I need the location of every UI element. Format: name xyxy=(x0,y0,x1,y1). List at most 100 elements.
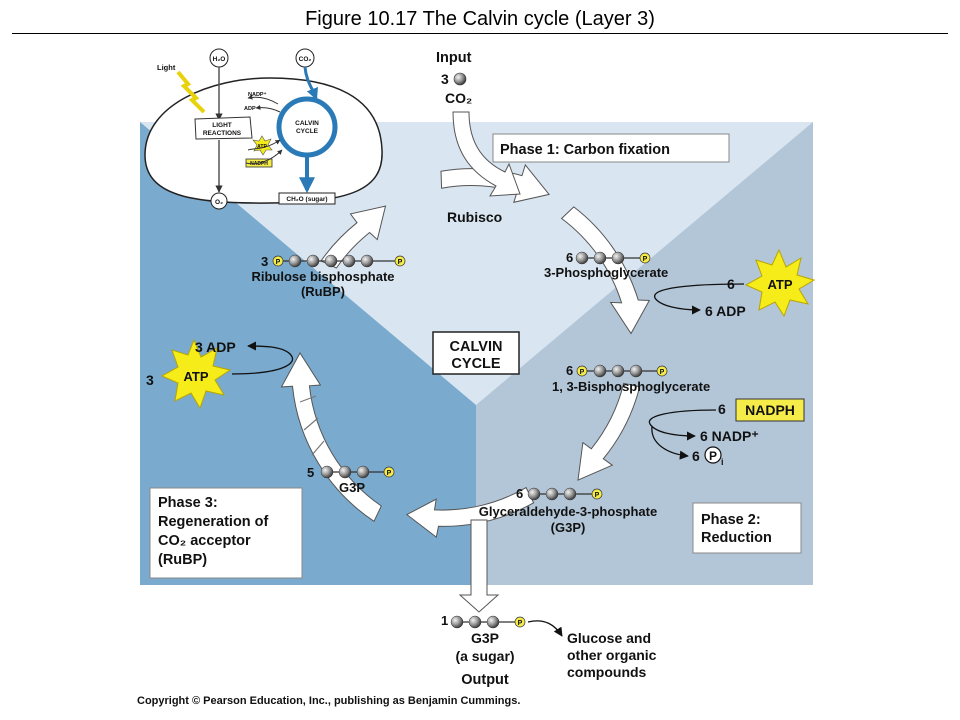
nadp-release-arrow xyxy=(648,409,717,441)
phosphate-symbol: P xyxy=(387,470,392,477)
g3p-cycle-molecule: P xyxy=(527,487,603,501)
g3p-regen-count: 5 xyxy=(307,465,314,480)
input-molecule: CO₂ xyxy=(445,90,472,106)
atp3-count: 3 xyxy=(146,372,154,388)
phosphate-symbol: P xyxy=(643,256,648,263)
phosphate-symbol: P xyxy=(398,259,403,266)
lightning-icon xyxy=(176,70,206,114)
phosphate-symbol: P xyxy=(595,492,600,499)
pi-circle xyxy=(704,446,722,464)
rubp-name: Ribulose bisphosphate xyxy=(251,269,394,284)
arc-pga-to-bpg xyxy=(560,206,651,335)
bpg-name: 1, 3-Bisphosphoglycerate xyxy=(552,379,710,394)
output-product-line3: compounds xyxy=(567,664,647,680)
phosphate-symbol: P xyxy=(660,369,665,376)
cycle-arrows xyxy=(280,111,651,613)
inset-nadp-label: NADP⁺ xyxy=(248,91,267,98)
phase3-label-line1: Phase 3: xyxy=(158,495,218,511)
g3p-regen-name: G3P xyxy=(339,480,365,495)
adp-out-label: 6 ADP xyxy=(705,303,746,319)
center-label-line1: CALVIN xyxy=(450,339,503,355)
g3p-cycle-count: 6 xyxy=(516,486,523,501)
pi-subscript: i xyxy=(721,457,724,467)
input-count: 3 xyxy=(441,71,449,87)
output-g3p-molecule: P xyxy=(450,615,526,629)
inset-h2o-label: H₂O xyxy=(213,56,226,63)
pi-release-arrow xyxy=(651,425,689,460)
inset-o2-circle xyxy=(210,192,228,210)
inset-calvin-cycle-ring xyxy=(276,96,338,158)
rubp-abbr: (RuBP) xyxy=(301,284,345,299)
center-label-line2: CYCLE xyxy=(451,356,500,372)
light-reactions-box xyxy=(194,116,253,140)
inset-light-reactions-line2: REACTIONS xyxy=(203,130,242,137)
g3p-cycle-name: Glyceraldehyde-3-phosphate xyxy=(479,504,657,519)
phase2-label-line2: Reduction xyxy=(701,530,772,546)
g3p-regen-molecule: P xyxy=(320,465,395,479)
nadph-label: NADPH xyxy=(745,402,795,418)
pga-molecule: P xyxy=(575,251,651,265)
pga-count: 6 xyxy=(566,250,573,265)
glucose-arrow xyxy=(527,620,563,637)
nadph-box xyxy=(735,398,805,422)
output-product-line1: Glucose and xyxy=(567,630,651,646)
arc-g3p-to-regen xyxy=(405,486,535,538)
phosphate-symbol: P xyxy=(518,620,523,627)
phase2-box xyxy=(692,502,802,554)
inset-o2-label: O₂ xyxy=(215,199,223,206)
phosphate-symbol: P xyxy=(276,259,281,266)
adp3-release-arrow xyxy=(231,341,294,375)
pi-count: 6 xyxy=(692,448,700,464)
chloroplast-inset: H₂O CO₂ Light LIGHT REACTIONS O₂ CALVIN … xyxy=(144,48,383,210)
rubp-count: 3 xyxy=(261,254,268,269)
atp-label-phase2: ATP xyxy=(767,277,792,292)
inset-calvin-line1: CALVIN xyxy=(295,120,319,127)
inset-sugar-label: CH₂O (sugar) xyxy=(286,196,327,203)
atp-star-phase3 xyxy=(160,338,232,410)
inset-sugar-box xyxy=(278,192,336,205)
inset-co2-label: CO₂ xyxy=(299,56,312,63)
arc-bpg-to-g3p xyxy=(577,382,641,481)
inset-nadph-label: NADPH xyxy=(250,161,268,167)
nadp-out-label: 6 NADP⁺ xyxy=(700,428,759,444)
bpg-count: 6 xyxy=(566,363,573,378)
inset-light-label: Light xyxy=(157,63,176,72)
inset-calvin-line2: CYCLE xyxy=(296,128,319,135)
output-name: G3P xyxy=(471,630,499,646)
co2-molecule xyxy=(453,72,467,86)
phase2-label-line1: Phase 2: xyxy=(701,512,761,528)
inset-light-reactions-line1: LIGHT xyxy=(212,122,232,129)
pga-name: 3-Phosphoglycerate xyxy=(544,265,668,280)
adp3-out-label: 3 ADP xyxy=(195,339,236,355)
phase3-label-line2: Regeneration of xyxy=(158,514,269,530)
phase3-box xyxy=(149,487,303,579)
calvin-cycle-center-box xyxy=(432,331,520,375)
inset-atp-star xyxy=(252,135,273,156)
pi-symbol: P xyxy=(709,449,717,463)
inset-atp-label: ATP xyxy=(257,144,267,150)
slide-title: Figure 10.17 The Calvin cycle (Layer 3) xyxy=(305,8,655,30)
bpg-molecule: P P xyxy=(576,364,668,378)
output-count: 1 xyxy=(441,613,448,628)
rubp-molecule: P P xyxy=(272,254,406,268)
nadph-count: 6 xyxy=(718,401,726,417)
phase3-label-line3: CO₂ acceptor xyxy=(158,533,251,549)
copyright-notice: Copyright © Pearson Education, Inc., pub… xyxy=(137,695,521,707)
title-divider xyxy=(12,33,948,34)
g3p-cycle-abbr: (G3P) xyxy=(551,520,586,535)
atp-label-phase3: ATP xyxy=(183,369,208,384)
output-arrow xyxy=(458,519,500,613)
phase1-label: Phase 1: Carbon fixation xyxy=(500,142,670,158)
phase1-box xyxy=(492,133,730,163)
output-label: Output xyxy=(461,672,509,688)
phosphate-symbol: P xyxy=(580,369,585,376)
input-label: Input xyxy=(436,50,472,66)
rubisco-label: Rubisco xyxy=(447,209,502,225)
adp-release-arrow xyxy=(654,283,745,315)
atp-star-phase2 xyxy=(744,248,816,318)
output-product-line2: other organic xyxy=(567,647,657,663)
inset-adp-label: ADP xyxy=(244,106,256,112)
input-arrow xyxy=(452,111,521,197)
output-note: (a sugar) xyxy=(455,648,514,664)
